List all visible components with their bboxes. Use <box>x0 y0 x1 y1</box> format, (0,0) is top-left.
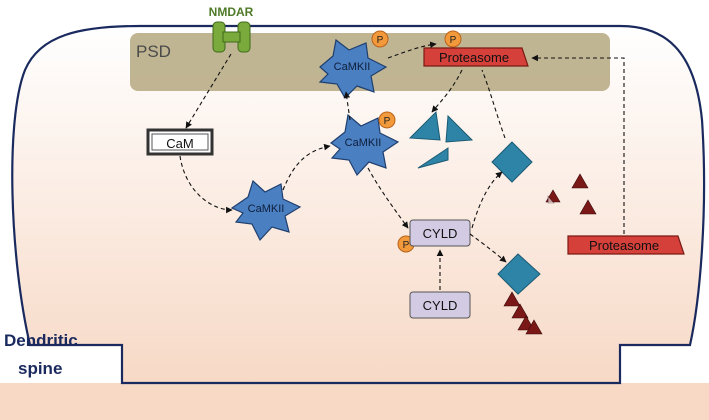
nmdar-receptor-icon <box>212 21 251 53</box>
cyld-label: CYLD <box>423 298 458 313</box>
dendrite-shaft <box>0 383 709 420</box>
cyld-phospho-box <box>409 219 471 247</box>
nmdar-label: NMDAR <box>209 5 254 19</box>
svg-text:P: P <box>377 35 384 46</box>
camkii-middle-label: CaMKII <box>345 137 382 149</box>
proteasome-psd <box>423 47 529 67</box>
spine-title-line1: Dendritic <box>4 331 78 350</box>
proteasome-cytoplasm-label: Proteasome <box>589 238 659 253</box>
spine-title-line2: spine <box>18 359 62 378</box>
ubiquitin-tags-free <box>545 173 597 215</box>
pathway-arrows <box>179 41 625 290</box>
phospho-camkii-psd: P <box>371 30 389 48</box>
camkii-star-middle <box>329 113 400 177</box>
phospho-camkii-middle: P <box>378 111 396 129</box>
proteasome-psd-label: Proteasome <box>439 50 509 65</box>
proteasome-cytoplasm <box>567 235 685 255</box>
camkii-star-lower <box>230 179 302 242</box>
camkii-star-psd <box>318 38 388 99</box>
psd-label: PSD <box>136 42 171 61</box>
phospho-proteasome-psd: P <box>444 30 462 48</box>
camkii-psd-label: CaMKII <box>334 61 371 73</box>
substrate-diamond-ubiquitinated <box>497 253 541 295</box>
degraded-fragments <box>408 110 474 169</box>
cyld-box <box>409 291 471 319</box>
svg-text:P: P <box>450 35 457 46</box>
cam-label: CaM <box>166 136 193 151</box>
svg-text:P: P <box>384 116 391 127</box>
camkii-lower-label: CaMKII <box>248 203 285 215</box>
spine-membrane <box>11 24 706 385</box>
svg-text:P: P <box>403 240 410 251</box>
cyld-phospho-label: CYLD <box>423 226 458 241</box>
ubiquitin-tags-chain <box>503 291 543 335</box>
